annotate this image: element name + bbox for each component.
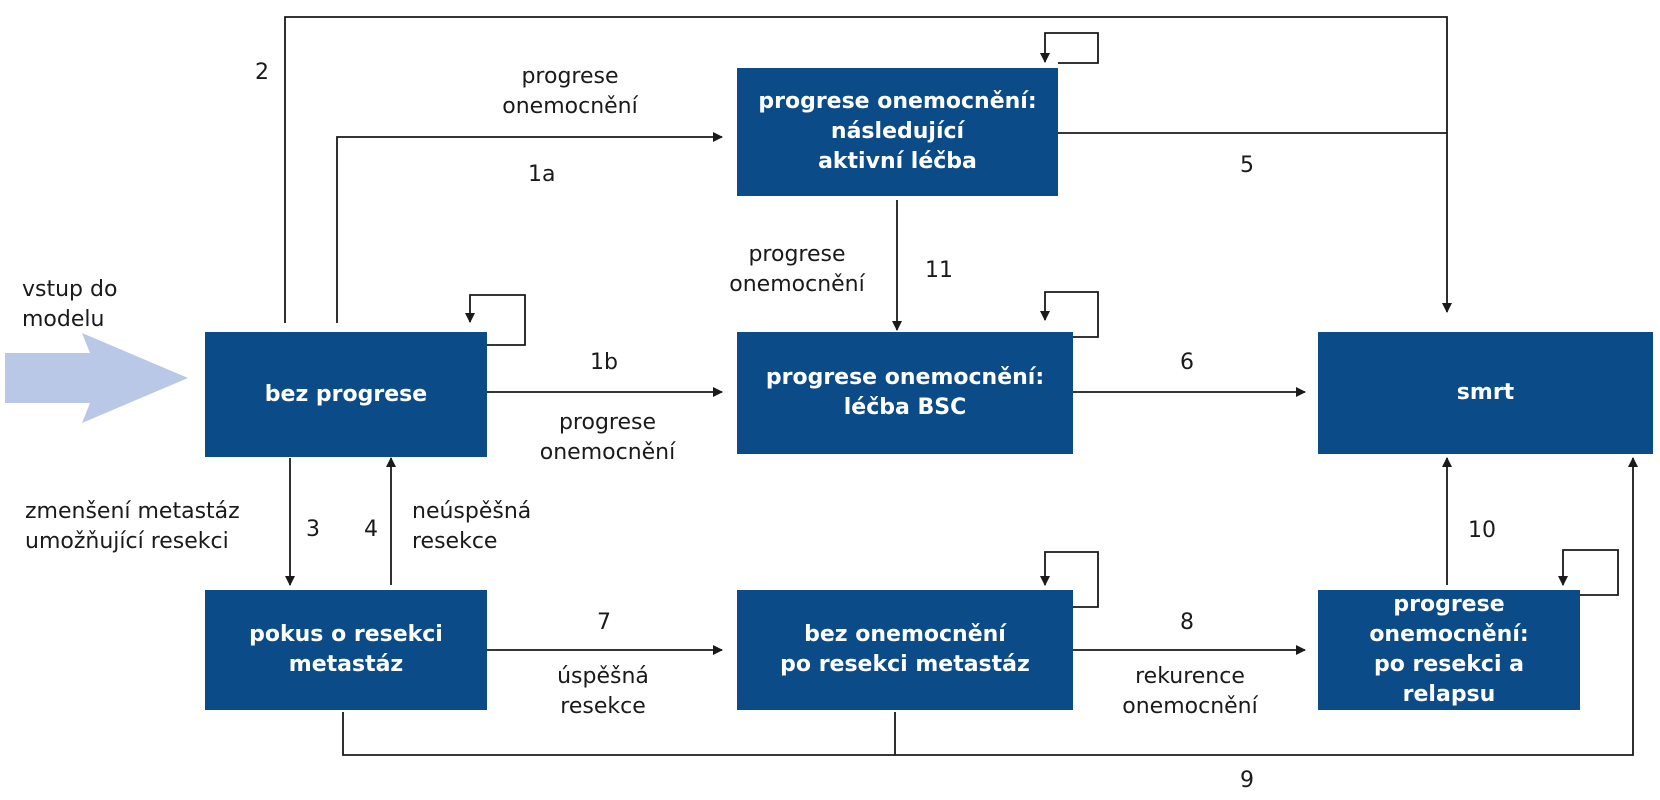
node-progression-relapse-label: progrese onemocnění: po resekci a relaps… — [1369, 592, 1529, 707]
self-loop-disease-free — [1040, 551, 1099, 608]
node-progression-active: progrese onemocnění: následující aktivní… — [737, 68, 1058, 196]
label-progression-top: progrese onemocnění — [502, 64, 638, 119]
transition-1a: 1a — [528, 162, 556, 187]
self-loop-no-progression — [465, 294, 526, 346]
label-unsuccessful: neúspěšná resekce — [412, 499, 532, 554]
label-recurrence: rekurence onemocnění — [1122, 664, 1258, 719]
node-disease-free-label: bez onemocnění po resekci metastáz — [780, 622, 1030, 677]
edge-2 — [284, 16, 1452, 323]
self-loop-active — [1040, 32, 1099, 64]
transition-4: 4 — [364, 517, 378, 542]
label-progression-bottom: progrese onemocnění — [539, 410, 676, 465]
label-model-entry: vstup do modelu — [22, 277, 118, 332]
entry-arrow — [5, 333, 188, 423]
transition-7: 7 — [597, 610, 611, 635]
transition-2: 2 — [255, 60, 269, 85]
node-resection-attempt: pokus o resekci metastáz — [205, 590, 487, 710]
node-no-progression-label: bez progrese — [264, 381, 428, 407]
node-resection-attempt-label: pokus o resekci metastáz — [249, 622, 443, 677]
edge-9 — [342, 457, 1638, 756]
label-shrinkage: zmenšení metastáz umožňující resekci — [25, 499, 240, 554]
node-progression-bsc-label: progrese onemocnění: léčba BSC — [765, 365, 1045, 420]
transition-8: 8 — [1180, 610, 1194, 635]
node-death-label: smrt — [1456, 380, 1515, 405]
transition-1b: 1b — [590, 350, 618, 375]
node-disease-free: bez onemocnění po resekci metastáz — [737, 590, 1073, 710]
transition-6: 6 — [1180, 350, 1194, 375]
self-loop-relapse — [1558, 549, 1619, 596]
node-progression-active-label: progrese onemocnění: následující aktivní… — [758, 89, 1037, 174]
transition-9: 9 — [1240, 768, 1254, 793]
label-successful: úspěšná resekce — [557, 664, 649, 719]
transition-10: 10 — [1468, 518, 1496, 543]
transition-3: 3 — [306, 517, 320, 542]
transition-5: 5 — [1240, 153, 1254, 178]
self-loop-bsc — [1040, 291, 1099, 338]
transition-11: 11 — [925, 258, 953, 283]
edge-1a — [336, 132, 723, 323]
node-no-progression: bez progrese — [205, 332, 487, 457]
node-progression-bsc: progrese onemocnění: léčba BSC — [737, 332, 1073, 454]
node-death: smrt — [1318, 332, 1653, 454]
node-progression-relapse: progrese onemocnění: po resekci a relaps… — [1318, 590, 1580, 710]
label-progression-mid: progrese onemocnění — [729, 242, 865, 297]
